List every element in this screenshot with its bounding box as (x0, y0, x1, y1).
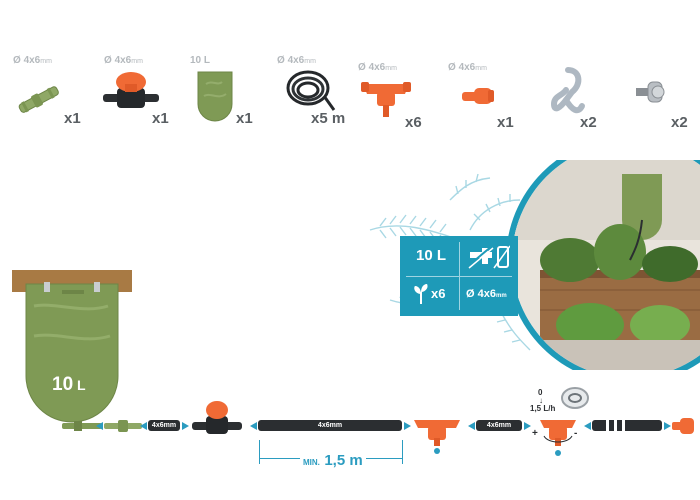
garden-illustration (369, 160, 700, 370)
adjust-dial-icon (561, 387, 589, 409)
tube-segment (476, 420, 522, 431)
arrow-icon (468, 422, 475, 430)
info-box: 10 L x6 Ø 4x6mm (400, 236, 518, 316)
flow-down-arrow: ↓ (539, 396, 543, 405)
info-drippers: x6 (431, 286, 446, 301)
part-label-bag: 10 L (190, 55, 211, 66)
part-label-connector: Ø 4x6mm (13, 55, 52, 66)
part-qty-bag: x1 (236, 110, 253, 127)
tube-break-mark (622, 420, 625, 431)
arrow-icon (584, 422, 591, 430)
arrow-icon (140, 422, 147, 430)
part-qty-hook: x2 (580, 114, 597, 131)
minus-label: - (574, 428, 578, 439)
part-qty-screw-hook: x2 (671, 114, 688, 131)
arrow-icon (524, 422, 531, 430)
water-bag-tank (25, 282, 119, 423)
end-plug-part-icon (462, 88, 494, 104)
tubing-coil-icon (286, 70, 336, 111)
tank-volume-label: 10 L (52, 374, 86, 395)
arrow-icon (404, 422, 411, 430)
part-qty-end-plug: x1 (497, 114, 514, 131)
tube-break-mark (606, 420, 609, 431)
part-qty-tubing: x5 m (311, 110, 346, 127)
tube-label: 4x6mm (151, 422, 177, 429)
tube-break-mark (614, 420, 617, 431)
no-tap-icon (468, 245, 510, 269)
connector-part-icon (18, 86, 59, 113)
flow-zero-label: 0 (538, 388, 543, 397)
screw-hook-part-icon (636, 81, 665, 103)
flow-rate-label: 1,5 L/h (530, 404, 556, 413)
min-length-bracket (259, 440, 403, 464)
hook-part-icon (550, 67, 585, 114)
tube-segment-long (258, 420, 402, 431)
adjustable-dripper-icon (540, 420, 576, 456)
outlet-connector-icon (62, 421, 102, 431)
tube-segment-dashed (592, 420, 662, 431)
part-label-tubing: Ø 4x6mm (277, 55, 316, 66)
arrow-icon (250, 422, 257, 430)
part-qty-valve: x1 (152, 110, 169, 127)
part-qty-connector: x1 (64, 110, 81, 127)
arrow-icon (664, 422, 671, 430)
tube-segment (148, 420, 180, 431)
arrow-icon (96, 422, 103, 430)
part-label-dripper: Ø 4x6mm (358, 62, 397, 73)
valve-part-icon (103, 72, 159, 108)
info-diameter: Ø 4x6mm (466, 288, 507, 300)
sprout-icon (414, 284, 428, 304)
part-label-valve: Ø 4x6mm (104, 55, 143, 66)
tube-label: 4x6mm (317, 422, 343, 429)
part-label-end-plug: Ø 4x6mm (448, 62, 487, 73)
info-volume: 10 L (416, 247, 447, 264)
arrow-icon (182, 422, 189, 430)
dripper-part-icon (361, 82, 411, 117)
tube-label: 4x6mm (486, 422, 512, 429)
end-plug-icon (672, 418, 694, 434)
valve-icon (192, 401, 242, 434)
bag-part-icon (197, 71, 233, 122)
plus-label: + (532, 428, 538, 439)
part-qty-dripper: x6 (405, 114, 422, 131)
green-connector-icon (104, 420, 142, 432)
dripper-icon (414, 420, 460, 454)
min-length-label: MIN. 1,5 m (300, 452, 366, 470)
